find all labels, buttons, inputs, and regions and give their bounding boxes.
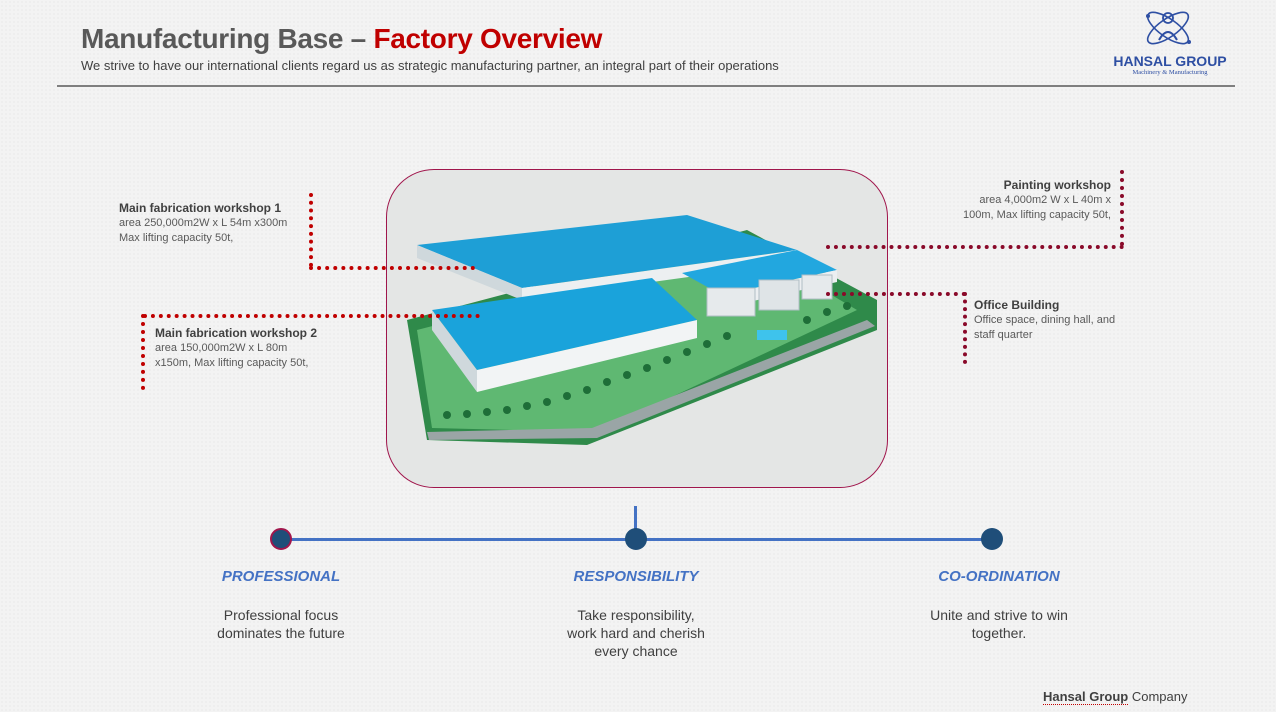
factory-aerial-image [407,215,877,445]
callout-3-leader-vertical [1120,170,1124,246]
pillar-body-responsibility: Take responsibility, work hard and cheri… [506,606,766,660]
callout-workshop-1-line-2: Max lifting capacity 50t, [119,232,234,244]
callout-painting-workshop: Painting workshop area 4,000m2 W x L 40m… [941,178,1111,223]
pillar-heading-coordination: CO-ORDINATION [938,568,1060,585]
factory-photo-frame [386,169,888,488]
callout-2-leader-horizontal [143,314,480,318]
callout-workshop-1-line-1: area 250,000m2W x L 54m x300m [119,217,288,229]
footer-suffix: Company [1128,689,1188,704]
page-title-accent: Factory Overview [373,23,603,54]
callout-workshop-1-title: Main fabrication workshop 1 [119,201,282,215]
callout-office-line-2: staff quarter [974,329,1033,341]
callout-workshop-2-line-2: x150m, Max lifting capacity 50t, [155,357,309,369]
pillar-responsibility-line-1: Take responsibility, [577,607,695,623]
callout-2-leader-vertical [141,314,145,390]
pillar-body-coordination: Unite and strive to win together. [869,606,1129,642]
page-title-main: Manufacturing Base – [81,23,374,54]
page-title: Manufacturing Base – Factory Overview [81,23,602,55]
callout-4-leader-vertical [963,292,967,364]
callout-1-leader-horizontal [309,266,475,270]
callout-4-leader-horizontal [826,292,966,296]
callout-painting-title: Painting workshop [1003,178,1111,192]
atom-person-icon [1146,11,1191,45]
callout-workshop-2-line-1: area 150,000m2W x L 80m [155,342,288,354]
callout-workshop-1: Main fabrication workshop 1 area 250,000… [119,201,287,246]
pillar-coordination-line-1: Unite and strive to win [930,607,1068,623]
callout-office-building: Office Building Office space, dining hal… [974,298,1115,343]
pillar-responsibility-line-2: work hard and cherish [567,625,705,641]
pillar-heading-professional: PROFESSIONAL [221,568,341,585]
timeline-node-coordination [981,528,1003,550]
callout-office-line-1: Office space, dining hall, and [974,314,1116,326]
header-divider [57,85,1235,87]
timeline-center-tick [634,506,637,540]
logo-name: HANSAL GROUP [1113,53,1227,69]
callout-1-leader-vertical [309,193,313,267]
footer-company: Hansal Group Company [1043,689,1188,705]
pillar-responsibility-line-3: every chance [594,643,678,659]
pillar-professional-line-2: dominates the future [217,625,345,641]
pillar-coordination-line-2: together. [971,625,1027,641]
timeline-node-responsibility [625,528,647,550]
callout-workshop-2: Main fabrication workshop 2 area 150,000… [155,326,317,371]
logo-tagline: Machinery & Manufacturing [1132,69,1208,76]
pillar-professional-line-1: Professional focus [223,607,339,623]
timeline-node-professional [270,528,292,550]
callout-painting-line-1: area 4,000m2 W x L 40m x [979,194,1111,206]
pillar-body-professional: Professional focus dominates the future [151,606,411,642]
callout-office-title: Office Building [974,298,1060,312]
pillar-heading-responsibility: RESPONSIBILITY [573,568,699,585]
callout-3-leader-horizontal [826,245,1124,249]
footer-brand: Hansal Group [1043,689,1129,705]
callout-painting-line-2: 100m, Max lifting capacity 50t, [963,209,1111,221]
page-subtitle: We strive to have our international clie… [81,58,779,73]
callout-workshop-2-title: Main fabrication workshop 2 [155,326,318,340]
